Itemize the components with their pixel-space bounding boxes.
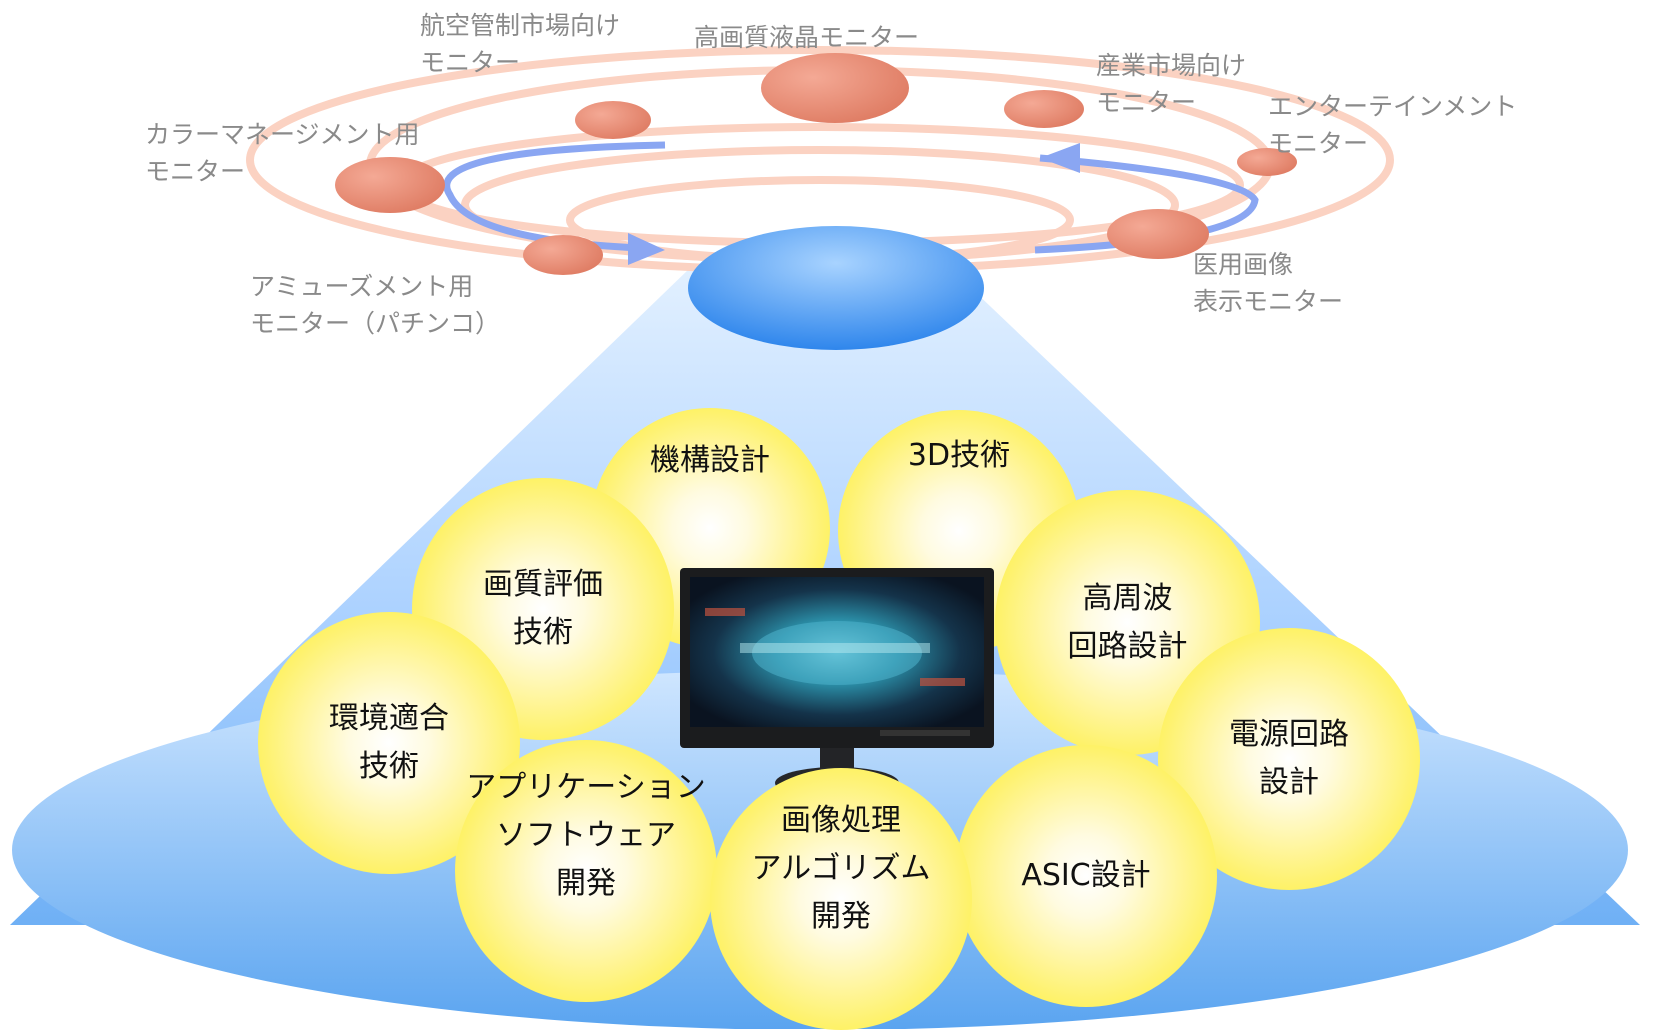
market-label-high-quality-lcd: 高画質液晶モニター xyxy=(694,23,920,52)
arrow-head-right xyxy=(1040,143,1080,173)
planet-medical xyxy=(1107,209,1209,259)
planet-entertainment xyxy=(1237,148,1297,176)
tech-image-processing: 画像処理アルゴリズム開発 xyxy=(710,768,972,1030)
market-label-amusement: アミューズメント用モニター（パチンコ） xyxy=(250,272,501,338)
planet-color-management xyxy=(335,157,445,213)
tech-asic: ASIC設計 xyxy=(955,745,1217,1007)
planet-amusement xyxy=(523,235,603,275)
market-label-industrial: 産業市場向けモニター xyxy=(1096,51,1247,117)
arrow-head-left xyxy=(628,233,665,265)
planet-high-quality-lcd xyxy=(761,53,909,123)
market-label-air-traffic: 航空管制市場向けモニター xyxy=(420,11,621,77)
monitor-image xyxy=(680,568,994,799)
planet-air-traffic xyxy=(575,101,651,139)
tech-app-software: アプリケーションソフトウェア開発 xyxy=(455,740,717,1002)
dome xyxy=(688,226,984,350)
market-planets xyxy=(335,53,1297,275)
planet-industrial xyxy=(1004,90,1084,128)
market-label-medical: 医用画像表示モニター xyxy=(1193,250,1344,316)
market-label-entertainment: エンターテインメントモニター xyxy=(1268,92,1518,158)
market-label-color-management: カラーマネージメント用モニター xyxy=(145,120,420,186)
